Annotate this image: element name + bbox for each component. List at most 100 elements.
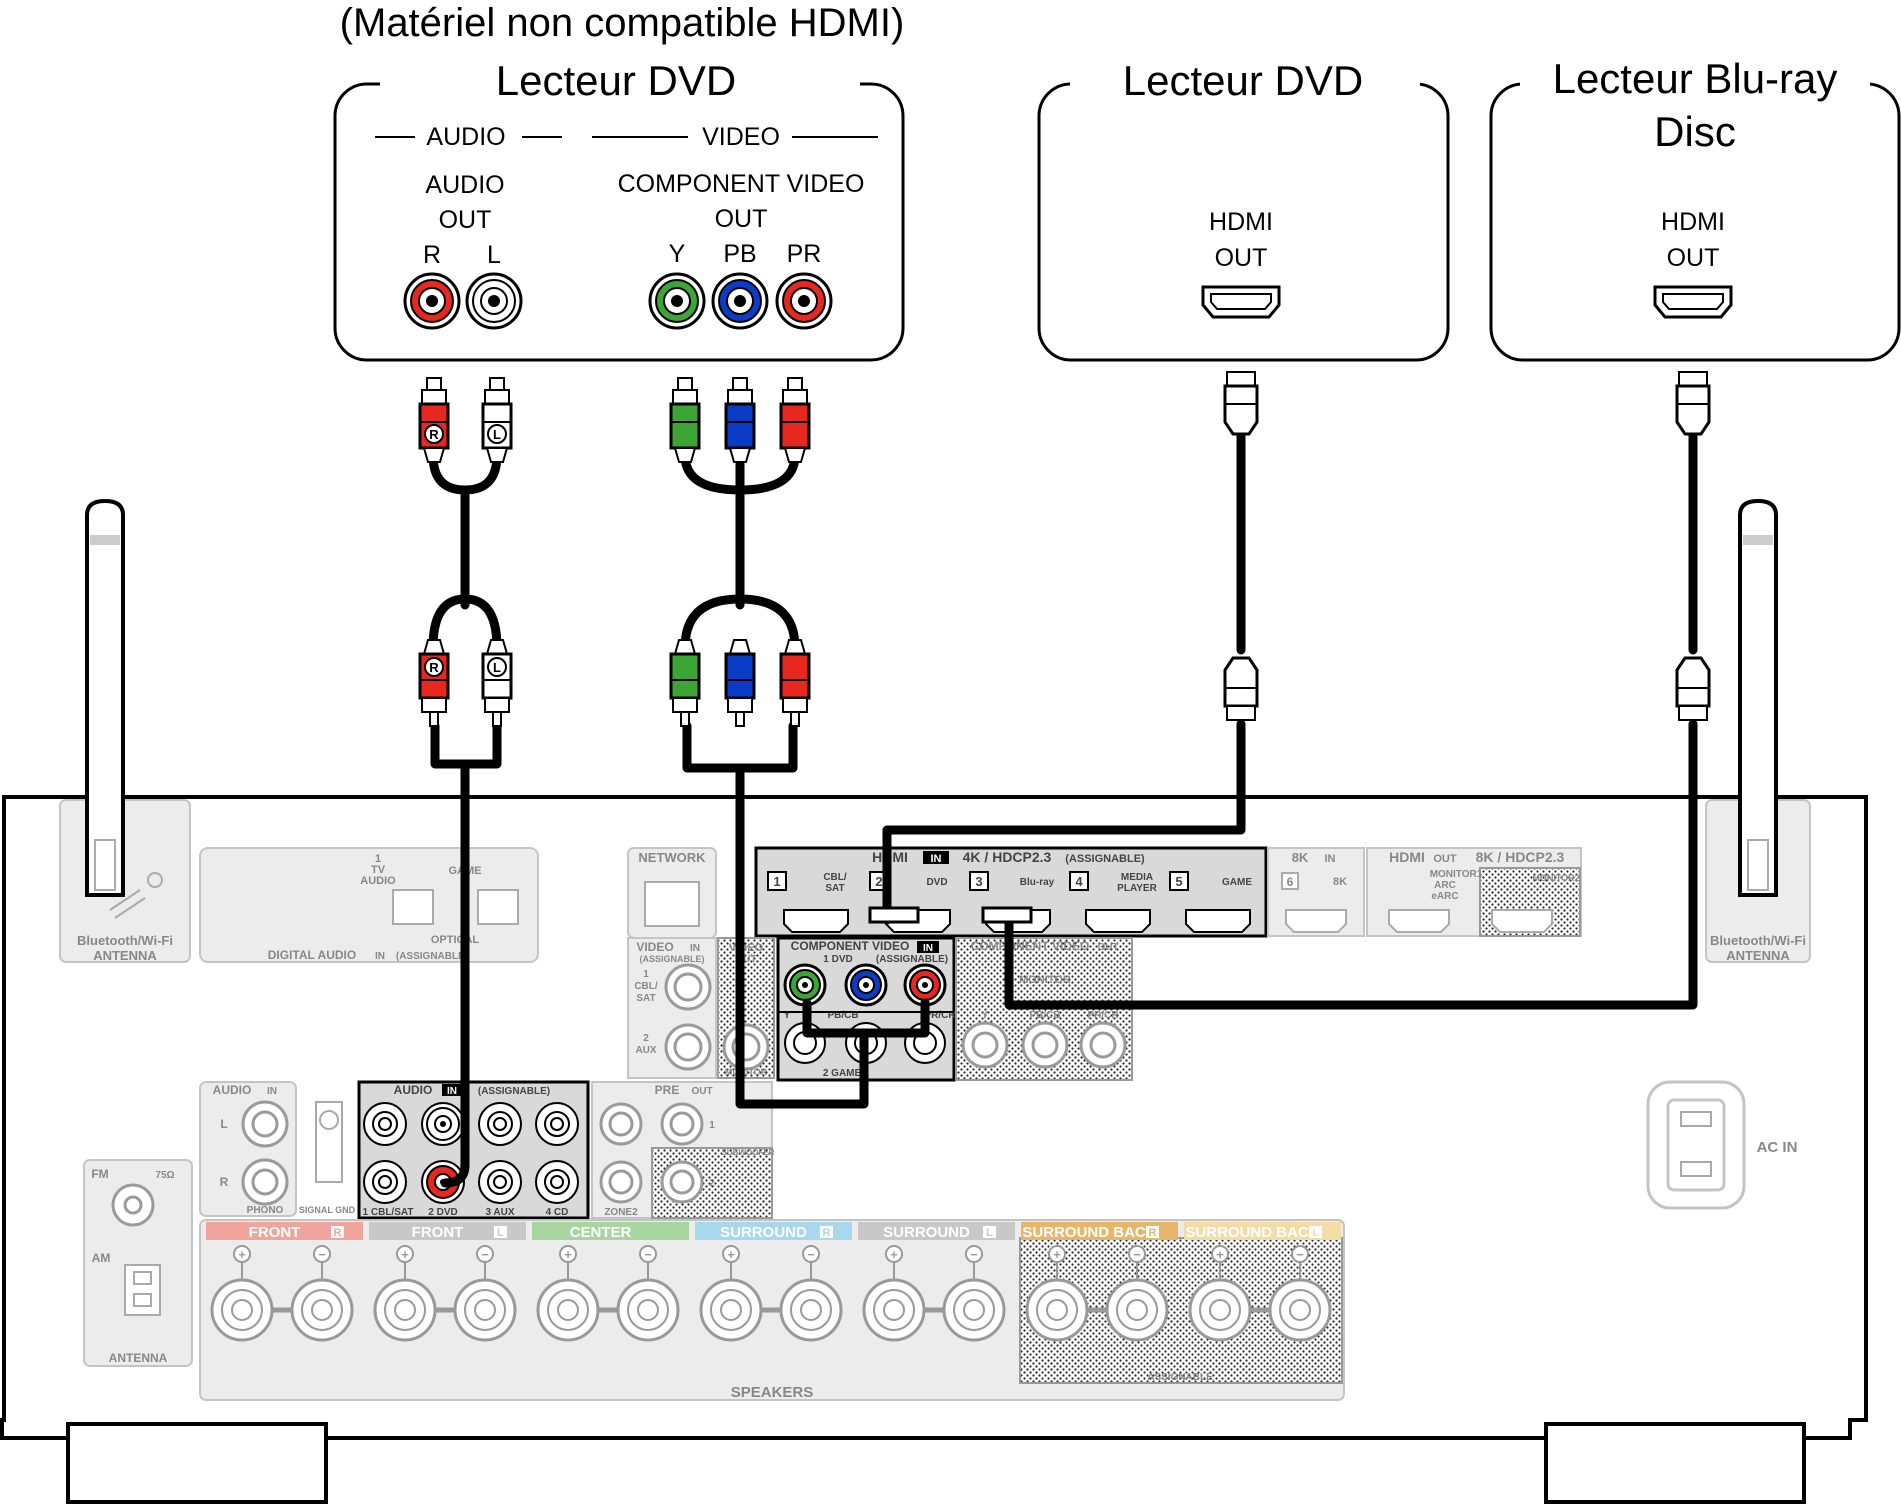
audio-out-r-jack [403, 272, 461, 330]
hdmi-in-spec: 4K / HDCP2.3 [963, 849, 1052, 865]
phono-l: L [220, 1117, 227, 1131]
am-label: AM [92, 1251, 111, 1265]
component-out-y-jack [648, 272, 706, 330]
speaker-channel-side: R [1149, 1227, 1157, 1239]
hdmi-in-port-num: 1 [773, 874, 780, 889]
video-in-panel: VIDEO IN (ASSIGNABLE) 1 CBL/ SAT 2 AUX [627, 937, 717, 1079]
right-antenna: Bluetooth/Wi-Fi ANTENNA [1705, 498, 1811, 963]
optical-in-1 [392, 889, 434, 925]
hdmi-out-earc: eARC [1431, 891, 1458, 902]
dvd-hdmi-device: Lecteur DVD HDMI OUT [1037, 57, 1450, 362]
video-in-aux: AUX [635, 1045, 656, 1056]
hdmi-out-port-2 [1491, 909, 1553, 933]
hdmi-in-port-label: PLAYER [1117, 883, 1157, 894]
component-out-jack-y [961, 1021, 1009, 1069]
dvd-analog-device: Lecteur DVD AUDIO VIDEO AUDIO OUT R L CO… [333, 57, 905, 362]
component-in-pr-jack [903, 963, 947, 1007]
audio-cable-upper [428, 450, 502, 610]
audio-out-label-1: AUDIO [425, 171, 504, 199]
speaker-channel-name: SURROUND [720, 1224, 807, 1241]
audio-in-jack-2-l [421, 1102, 465, 1146]
component-cable-split [680, 594, 800, 653]
hdmi-cable-dvd [882, 430, 1246, 925]
component-out-label-2: OUT [715, 205, 768, 233]
bluray-port-label-2: OUT [1667, 244, 1720, 272]
component-out-tag: OUT [1097, 942, 1118, 953]
component-out-label-1: COMPONENT VIDEO [618, 170, 865, 198]
svg-text:+: + [1216, 1247, 1224, 1262]
speaker-channel-name: FRONT [249, 1224, 301, 1241]
fm-label: FM [91, 1167, 108, 1181]
optical-label: OPTICAL [431, 934, 480, 946]
tv-audio-num: 1 [375, 853, 381, 865]
component-in-pb-jack [844, 963, 888, 1007]
audio-in-tag: IN [447, 1086, 457, 1097]
audio-cable-lower [430, 721, 502, 1188]
zone2-r-jack [599, 1160, 643, 1204]
speaker-channel-side: R [823, 1227, 831, 1239]
hdmi-connection-ends [868, 906, 1033, 924]
component-in-y: Y [784, 1010, 791, 1021]
hdmi-plug-bluray-upper [1675, 371, 1711, 436]
hdmi-in-port-label: DVD [926, 877, 947, 888]
subwoofer-1-label: 1 [709, 1120, 715, 1131]
audio-in-jack-3-r [478, 1160, 522, 1204]
component-pr-label: PR [787, 240, 822, 268]
cables [428, 420, 1698, 1188]
component-plug-pr-upper [779, 377, 811, 463]
component-out-title: COMPONENT VIDEO [971, 939, 1090, 953]
pre-out-panel: PRE OUT ZONE2 1 SUBWOOFER 2 [591, 1081, 775, 1219]
audio-in-label-2: 2 DVD [428, 1207, 457, 1218]
component-plug-pb-lower [724, 639, 756, 727]
audio-in-jack-3-l [478, 1102, 522, 1146]
optical-in-2 [477, 889, 519, 925]
video-out-title: VIDEO [729, 942, 764, 954]
component-plug-y-lower [669, 639, 701, 727]
svg-text:−: − [807, 1247, 815, 1262]
hdmi-in-port-label: Blu-ray [1020, 877, 1055, 888]
subwoofer-2-label: 2 [709, 1178, 715, 1189]
hdmi-in-connector [1085, 909, 1151, 933]
hdmi-in-port-num: 4 [1075, 874, 1083, 889]
digital-audio-panel: 1 TV AUDIO GAME OPTICAL DIGITAL AUDIO IN… [199, 847, 539, 963]
speaker-channel-side: L [497, 1227, 504, 1239]
component-out-pb-jack [711, 272, 769, 330]
bluray-hdmi-out-port [1653, 285, 1733, 319]
svg-text:+: + [1053, 1247, 1061, 1262]
hdmi-8k-in: IN [1325, 853, 1336, 865]
pre-out-title: PRE [655, 1083, 680, 1097]
hdmi-plug-dvd-upper [1223, 371, 1259, 436]
phono-r-jack [241, 1158, 289, 1206]
component-pb-label: PB [723, 240, 756, 268]
hdmi-out-panel: HDMI OUT 8K / HDCP2.3 MONITOR1 ARC eARC … [1366, 847, 1582, 937]
audio-cable-split [428, 594, 502, 653]
speakers-assignable: ASSIGNABLE [1147, 1372, 1213, 1383]
bluray-device: Lecteur Blu-ray Disc HDMI OUT [1489, 55, 1901, 362]
subwoofer-1-jack [660, 1102, 704, 1146]
fm-ohm-label: 75Ω [155, 1170, 174, 1181]
svg-text:+: + [727, 1247, 735, 1262]
receiver-rear-panel: Bluetooth/Wi-Fi ANTENNA Bluetooth/Wi-Fi … [0, 498, 1868, 1504]
left-foot [66, 1422, 328, 1504]
tuner-antenna-panel: FM 75Ω AM ANTENNA [83, 1159, 193, 1367]
hdmi-in-port-num: 3 [975, 874, 982, 889]
phono-in: IN [267, 1086, 277, 1097]
video-in-assignable: (ASSIGNABLE) [640, 954, 705, 964]
component-out-pb: PB/CB [1029, 1010, 1060, 1021]
signal-gnd-label: SIGNAL GND [299, 1205, 356, 1215]
audio-in-jack-4-r [535, 1160, 579, 1204]
speaker-channel-name: SURROUND [883, 1224, 970, 1241]
audio-in-jack-4-l [535, 1102, 579, 1146]
speaker-channel-side: L [1312, 1227, 1319, 1239]
component-in-dvd: 1 DVD [823, 954, 852, 965]
bluray-name-1: Lecteur Blu-ray [1553, 55, 1838, 102]
audio-in-title: AUDIO [394, 1083, 433, 1097]
component-out-panel: COMPONENT VIDEO OUT MONITOR Y PB/CB PR/C… [955, 937, 1133, 1081]
hdmi-in-connector [1185, 909, 1251, 933]
